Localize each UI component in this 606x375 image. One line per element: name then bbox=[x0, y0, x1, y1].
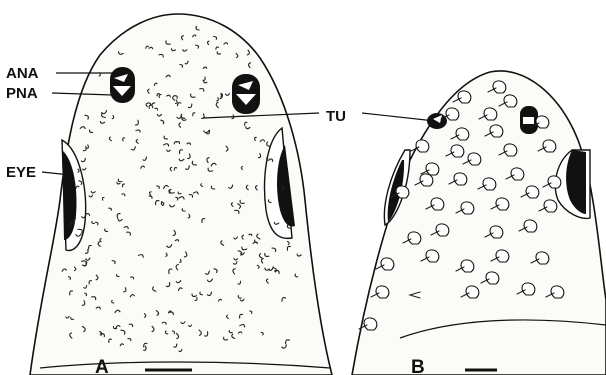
right-nostril-b bbox=[520, 106, 538, 134]
label-eye: EYE bbox=[6, 164, 36, 181]
panel-label-b: B bbox=[411, 357, 425, 375]
label-pna: PNA bbox=[6, 85, 38, 102]
panel-a: A bbox=[30, 14, 332, 375]
label-tu: TU bbox=[326, 108, 346, 125]
right-nostril-a bbox=[232, 74, 260, 114]
label-ana: ANA bbox=[6, 65, 39, 82]
panel-label-a: A bbox=[95, 357, 109, 375]
leader-tu-b bbox=[362, 113, 435, 121]
